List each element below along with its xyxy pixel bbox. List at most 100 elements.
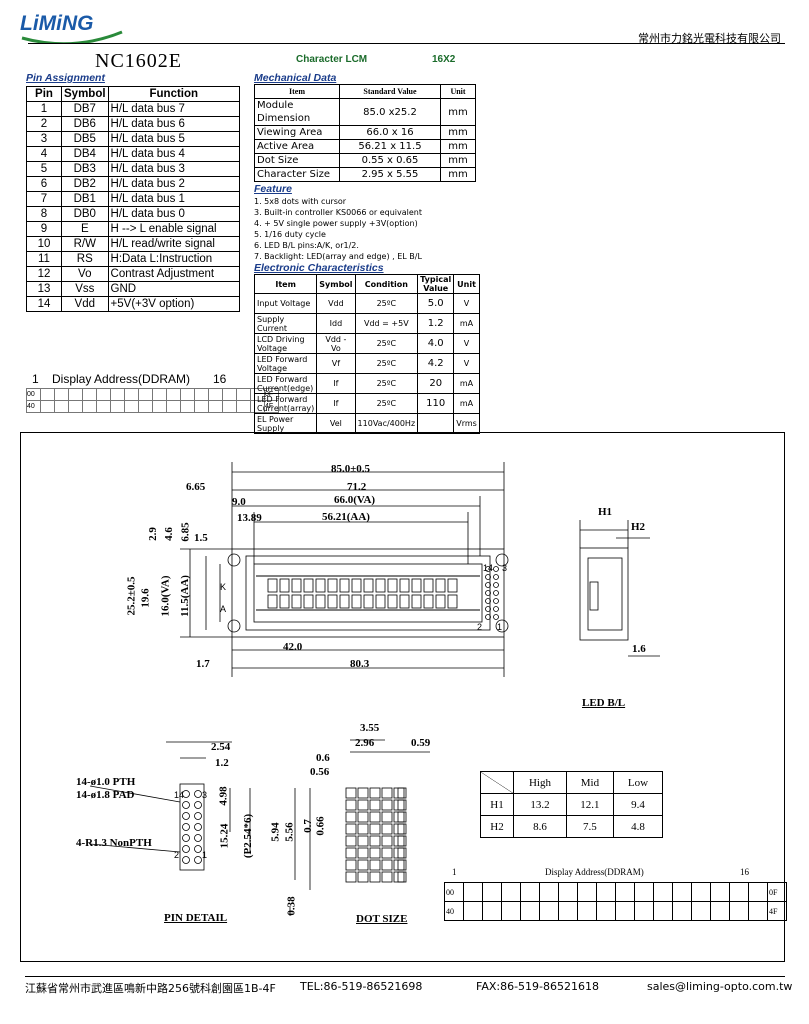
footer-address: 江蘇省常州市武進區鳴新中路256號科創園區1B-4F	[25, 982, 276, 995]
pin-mark-2: 2	[477, 622, 483, 632]
table-cell: 12.1	[565, 793, 614, 816]
table-cell: H/L data bus 7	[107, 101, 241, 117]
table-cell: 5	[26, 161, 62, 177]
dot-cell	[357, 823, 369, 835]
hml-mid: Mid	[565, 771, 614, 794]
char-cell	[291, 578, 302, 593]
table-cell: 2	[26, 116, 62, 132]
footer-fax: FAX:86-519-86521618	[476, 980, 600, 993]
footer-tel: TEL:86-519-86521698	[300, 980, 423, 993]
pin-hole	[493, 590, 499, 596]
table-cell: 25ºC	[354, 333, 419, 354]
side-width: 1.6	[632, 643, 646, 655]
table-cell: DB0	[61, 206, 109, 222]
table-cell: LCD Driving Voltage	[253, 333, 318, 354]
ddram-cell	[138, 400, 153, 413]
dot-cell	[369, 823, 381, 835]
char-cell	[447, 578, 458, 593]
table-cell: E	[61, 221, 109, 237]
dim-6-85: 6.85	[179, 522, 192, 542]
ddram-cell	[520, 882, 540, 902]
pin-pad	[194, 834, 202, 842]
table-cell: H/L data bus 5	[107, 131, 241, 147]
pd-pin-3: 3	[202, 790, 208, 800]
ddram-cell: 4F	[767, 901, 787, 921]
table-cell: 13	[26, 281, 62, 297]
table-cell: 4.0	[417, 333, 455, 354]
ddram-cell	[166, 388, 181, 401]
hml-corner	[480, 771, 514, 794]
table-cell: 20	[417, 373, 455, 394]
dot-cell	[381, 799, 393, 811]
ddram-cell	[577, 901, 597, 921]
table-cell: 4.8	[612, 815, 664, 838]
table-cell: 1.2	[417, 313, 455, 334]
char-cell	[327, 578, 338, 593]
ddram-cell	[672, 882, 692, 902]
table-cell: 25ºC	[354, 353, 419, 374]
ddram-cell	[138, 388, 153, 401]
dot-cell	[393, 823, 405, 835]
table-cell: H:Data L:Instruction	[107, 251, 241, 267]
dot-cell	[381, 787, 393, 799]
table-cell: H/L data bus 1	[107, 191, 241, 207]
dim-19-6: 19.6	[139, 588, 152, 608]
char-cell	[351, 578, 362, 593]
table-cell: 10	[26, 236, 62, 252]
table-cell	[417, 413, 455, 434]
table-cell: 7.5	[565, 815, 614, 838]
pin-pad	[194, 845, 202, 853]
mechanical-table: Item Standard Value Unit Module Dimensio…	[254, 84, 476, 182]
pin-hole	[485, 574, 491, 580]
ddram-cell	[729, 901, 749, 921]
pin-hole	[485, 598, 491, 604]
table-cell: Vf	[316, 353, 356, 374]
ddram-cell	[236, 388, 251, 401]
char-cell	[291, 594, 302, 609]
table-cell: GND	[107, 281, 241, 297]
table-cell: Module Dimension	[254, 98, 340, 126]
footer-divider	[25, 976, 785, 977]
ddram-start-small: 1	[32, 372, 39, 386]
pd-pth: 14-ø1.0 PTH	[76, 776, 136, 788]
feature-item: 5. 1/16 duty cycle	[254, 230, 326, 239]
ddram-end: 16	[740, 867, 749, 877]
mech-unit-header: Unit	[440, 84, 476, 99]
table-cell: H/L data bus 6	[107, 116, 241, 132]
feature-item: 7. Backlight: LED(array and edge) , EL B…	[254, 252, 422, 261]
ddram-cell	[110, 388, 125, 401]
pin-detail-label: PIN DETAIL	[164, 912, 228, 924]
dot-3-55: 3.55	[360, 722, 380, 734]
table-cell: H/L data bus 2	[107, 176, 241, 192]
dim-aa-height: 11.5(AA)	[178, 575, 191, 617]
dot-cell	[369, 859, 381, 871]
ddram-cell: 00	[26, 388, 41, 401]
dot-0-66: 0.66	[314, 816, 327, 836]
table-cell: Vdd	[61, 296, 109, 312]
pd-4-98: 4.98	[217, 786, 230, 806]
dot-cell	[369, 799, 381, 811]
dot-cell	[357, 799, 369, 811]
table-cell: H2	[480, 815, 514, 838]
char-cell	[339, 594, 350, 609]
table-cell: 5.0	[417, 293, 455, 314]
table-cell: V	[453, 353, 480, 374]
function-header: Function	[107, 86, 241, 102]
table-cell: Vdd = +5V	[354, 313, 419, 334]
ddram-label: Display Address(DDRAM)	[545, 867, 644, 877]
dot-5-56: 5.56	[283, 822, 296, 842]
ddram-cell	[124, 388, 139, 401]
table-cell: Viewing Area	[254, 125, 340, 140]
dot-cell	[397, 811, 407, 823]
ddram-cell	[82, 388, 97, 401]
pin-pad	[194, 856, 202, 864]
table-cell: H/L data bus 3	[107, 161, 241, 177]
dot-cell	[369, 787, 381, 799]
pd-pin-1: 1	[202, 850, 208, 860]
table-cell: 4	[26, 146, 62, 162]
char-cell	[327, 594, 338, 609]
